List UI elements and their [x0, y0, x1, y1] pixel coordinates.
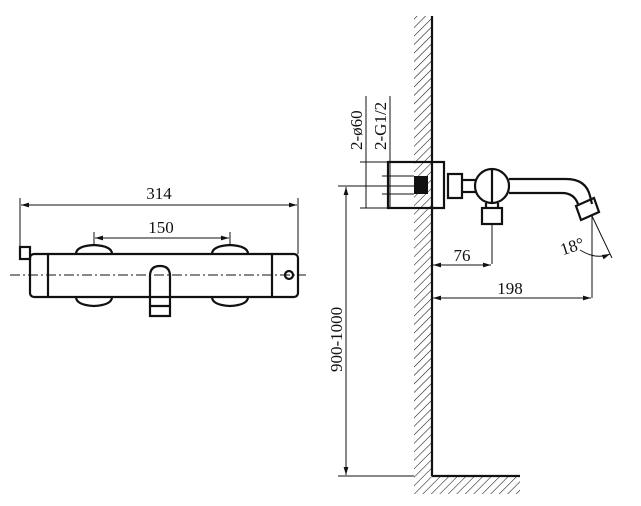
front-view: 314 150: [10, 184, 306, 318]
outlet-nut: [480, 206, 504, 226]
left-flange: [74, 243, 114, 255]
side-view: 76 198 18° 2-ø60 2-G1/2 900-1000: [327, 16, 613, 494]
wall-hatch: [414, 16, 432, 476]
inlet-thread-block: [414, 176, 428, 194]
side-spout: [509, 177, 594, 205]
mounting-height: 900-1000: [327, 307, 346, 372]
inlet-diameter: 2-ø60: [347, 110, 366, 150]
projection-large: 198: [497, 279, 523, 298]
inlet-box: [386, 160, 446, 210]
center-dimension: 150: [148, 218, 174, 237]
floor-hatch: [414, 476, 520, 494]
spout-angle: 18°: [558, 234, 587, 259]
right-flange: [210, 243, 250, 255]
front-spout: [148, 264, 172, 318]
projection-small: 76: [454, 246, 471, 265]
angle-arc: [579, 249, 611, 260]
left-inlet-stub: [18, 245, 32, 261]
width-dimension: 314: [146, 184, 172, 203]
inlet-thread: 2-G1/2: [371, 102, 390, 150]
connector-nut: [446, 172, 464, 200]
